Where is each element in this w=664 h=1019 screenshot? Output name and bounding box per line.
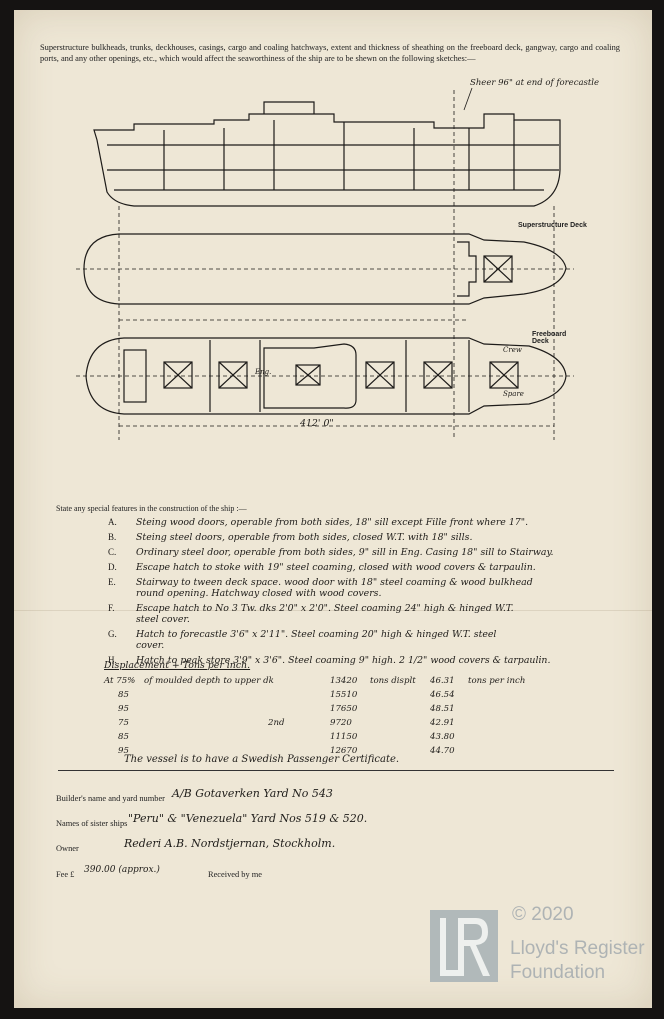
section-divider	[58, 770, 614, 771]
feature-text: Steing steel doors, operable from both s…	[136, 532, 473, 543]
sheer-note: Sheer 96" at end of forecastle	[470, 78, 600, 88]
tons-displacement: 12670	[330, 746, 358, 756]
tons-per-inch: 46.54	[430, 690, 455, 700]
displacement-unit: tons displt	[370, 676, 416, 686]
builder-label: Builder's name and yard number	[56, 794, 165, 803]
feature-text: Ordinary steel door, operable from both …	[136, 547, 554, 558]
feature-row: steel cover.	[108, 614, 190, 625]
freeboard-deck-label: Freeboard Deck	[532, 331, 567, 345]
fee-value: 390.00 (approx.)	[84, 865, 160, 875]
superstructure-plan	[83, 233, 567, 305]
document-paper	[14, 10, 652, 1008]
feature-code: D.	[108, 562, 117, 572]
feature-text: Stairway to tween deck space. wood door …	[136, 577, 533, 588]
feature-text: Escape hatch to No 3 Tw. dks 2'0" x 2'0"…	[136, 603, 514, 614]
feature-text: Hatch to forecastle 3'6" x 2'11". Steel …	[136, 629, 497, 640]
sister-ships-value: "Peru" & "Venezuela" Yard Nos 519 & 520.	[128, 812, 368, 825]
depth-percent: 95	[118, 704, 129, 714]
feature-code: H.	[108, 655, 117, 665]
feature-text: Hatch to peak store 3'9" x 3'6". Steel c…	[136, 655, 551, 666]
feature-text: steel cover.	[136, 614, 190, 625]
length-dimension: 412' 0"	[300, 418, 334, 429]
paper-fold	[14, 610, 652, 611]
depth-percent: At 75%	[104, 676, 136, 686]
builder-value: A/B Gotaverken Yard No 543	[172, 787, 333, 800]
owner-label: Owner	[56, 844, 79, 853]
tpi-unit: tons per inch	[468, 676, 526, 686]
tons-displacement: 15510	[330, 690, 358, 700]
feature-code: F.	[108, 603, 115, 613]
freeboard-plan	[85, 337, 567, 415]
depth-description: of moulded depth to upper dk	[144, 676, 274, 686]
feature-code: B.	[108, 532, 117, 542]
lr-logo	[430, 910, 498, 982]
depth-percent: 85	[118, 732, 129, 742]
sister-ships-label: Names of sister ships	[56, 819, 128, 828]
feature-row: E. Stairway to tween deck space. wood doo…	[108, 577, 533, 588]
watermark-copyright: © 2020	[512, 904, 574, 925]
tons-per-inch: 48.51	[430, 704, 455, 714]
crew-label: Crew	[503, 346, 522, 354]
feature-text: cover.	[136, 640, 165, 651]
owner-value: Rederi A.B. Nordstjernan, Stockholm.	[124, 837, 336, 850]
feature-row: A. Steing wood doors, operable from both …	[108, 517, 528, 528]
passenger-certificate-note: The vessel is to have a Swedish Passenge…	[124, 754, 400, 765]
feature-row: B. Steing steel doors, operable from both…	[108, 532, 472, 543]
lr-logo-icon	[440, 918, 490, 976]
watermark-line1: Lloyd's Register	[510, 938, 645, 959]
depth-percent: 95	[118, 746, 129, 756]
feature-row: round opening. Hatchway closed with wood…	[108, 588, 381, 599]
feature-row: F. Escape hatch to No 3 Tw. dks 2'0" x 2'…	[108, 603, 514, 614]
feature-row: H. Hatch to peak store 3'9" x 3'6". Steel…	[108, 655, 550, 666]
superstructure-deck-label: Superstructure Deck	[518, 222, 587, 229]
feature-code: C.	[108, 547, 117, 557]
tons-displacement: 11150	[330, 732, 358, 742]
tons-per-inch: 43.80	[430, 732, 455, 742]
feature-text: round opening. Hatchway closed with wood…	[136, 588, 382, 599]
received-label: Received by me	[208, 870, 262, 879]
tons-per-inch: 42.91	[430, 718, 455, 728]
feature-code: E.	[108, 577, 116, 587]
fee-label: Fee £	[56, 870, 75, 879]
feature-code: A.	[108, 517, 117, 527]
depth-description: 2nd	[268, 718, 285, 728]
tons-displacement: 13420	[330, 676, 358, 686]
depth-percent: 85	[118, 690, 129, 700]
profile-hull	[93, 101, 561, 207]
header-instructions: Superstructure bulkheads, trunks, deckho…	[40, 43, 620, 63]
spare-label: Spare	[503, 390, 524, 398]
feature-text: Steing wood doors, operable from both si…	[136, 517, 529, 528]
displacement-title: Displacement + Tons per inch.	[104, 660, 251, 671]
feature-code: G.	[108, 629, 117, 639]
tons-displacement: 9720	[330, 718, 352, 728]
watermark-line2: Foundation	[510, 962, 606, 983]
features-prompt: State any special features in the constr…	[56, 504, 247, 513]
feature-row: G. Hatch to forecastle 3'6" x 2'11". Stee…	[108, 629, 496, 640]
feature-row: D. Escape hatch to stoke with 19" steel c…	[108, 562, 536, 573]
feature-row: C. Ordinary steel door, operable from bot…	[108, 547, 554, 558]
depth-percent: 75	[118, 718, 129, 728]
tons-displacement: 17650	[330, 704, 358, 714]
feature-text: Escape hatch to stoke with 19" steel coa…	[136, 562, 536, 573]
eng-label: Eng.	[255, 368, 272, 376]
tons-per-inch: 46.31	[430, 676, 455, 686]
ship-sketches	[76, 87, 574, 440]
tons-per-inch: 44.70	[430, 746, 455, 756]
feature-row: cover.	[108, 640, 164, 651]
